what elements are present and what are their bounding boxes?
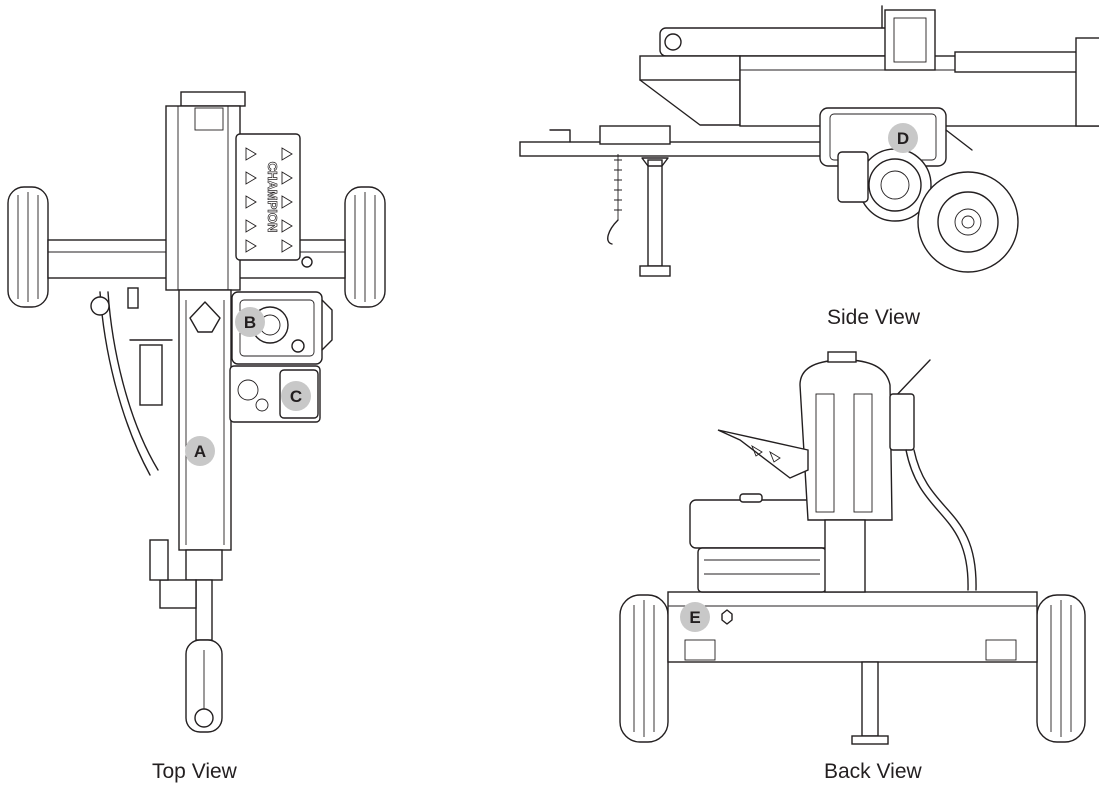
callout-b: B bbox=[235, 307, 265, 337]
callout-c: C bbox=[281, 381, 311, 411]
callout-e-label: E bbox=[689, 608, 700, 627]
back-engine bbox=[689, 493, 831, 593]
callout-d-label: D bbox=[897, 129, 909, 148]
back-left-wheel bbox=[619, 594, 669, 743]
side-engine bbox=[819, 107, 973, 222]
callout-b-label: B bbox=[244, 313, 256, 332]
callout-e: E bbox=[680, 602, 710, 632]
back-right-wheel bbox=[1036, 594, 1086, 743]
shroud-logo: CHAMPION bbox=[265, 162, 280, 233]
top-view-caption: Top View bbox=[152, 760, 237, 783]
top-left-wheel bbox=[7, 186, 49, 308]
side-view-drawing bbox=[519, 5, 1099, 277]
side-wheel bbox=[917, 171, 1019, 273]
engine-shroud bbox=[235, 133, 313, 268]
callout-c-label: C bbox=[290, 387, 302, 406]
callout-a-label: A bbox=[194, 442, 206, 461]
callout-d: D bbox=[888, 123, 918, 153]
back-view-drawing bbox=[619, 351, 1086, 745]
callout-a: A bbox=[185, 436, 215, 466]
back-tower bbox=[799, 351, 893, 593]
top-right-wheel bbox=[344, 186, 386, 308]
back-view-caption: Back View bbox=[824, 760, 922, 783]
side-view-caption: Side View bbox=[827, 306, 921, 329]
top-view-drawing bbox=[7, 91, 386, 733]
